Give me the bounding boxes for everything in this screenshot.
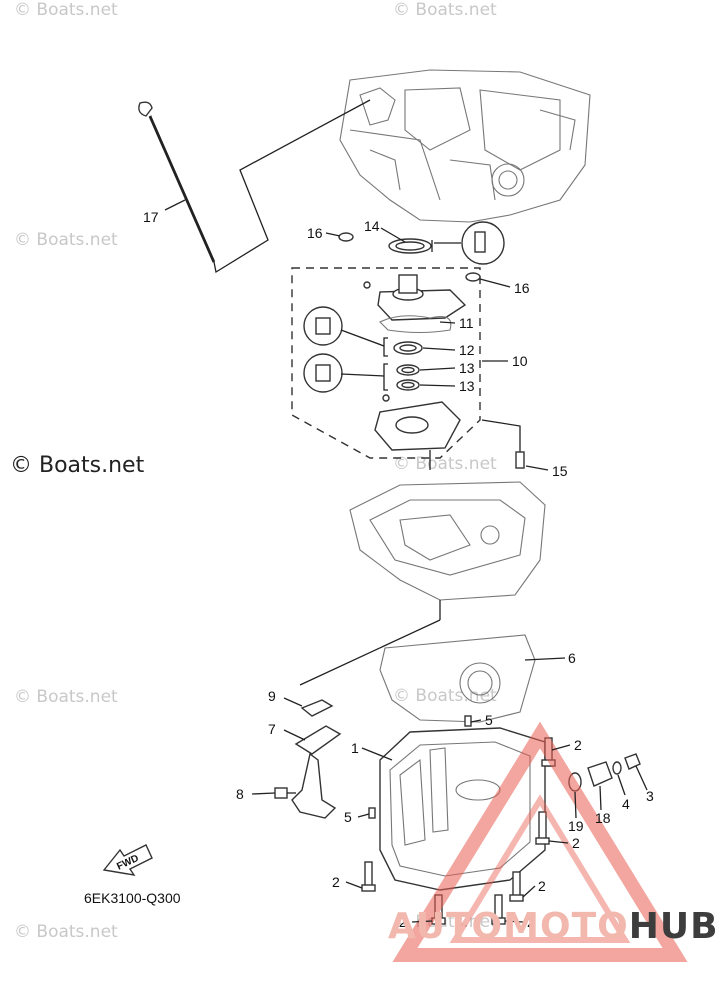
callout-13: 13 [459, 378, 475, 394]
callout-numbers: 17 16 14 16 11 12 13 13 10 15 6 9 5 7 2 … [143, 209, 654, 930]
engine-block-illustration [339, 69, 591, 223]
o-ring-16-left [338, 232, 354, 242]
upper-housing [363, 274, 467, 334]
gasket-6 [379, 634, 566, 723]
lower-housing [374, 394, 461, 470]
watermark: © Boats.net [14, 922, 118, 942]
watermark: © Boats.net [14, 0, 118, 20]
callout-14: 14 [364, 218, 380, 234]
callout-18: 18 [595, 810, 611, 826]
watermark: © Boats.net [14, 230, 118, 250]
callout-2: 2 [574, 737, 582, 753]
logo-triangle-inner [449, 794, 631, 943]
leader-lines [164, 199, 648, 923]
callout-3: 3 [646, 788, 654, 804]
callout-8: 8 [236, 786, 244, 802]
logo-part2: HUB [628, 906, 715, 947]
exhaust-guide [349, 481, 546, 620]
callout-2: 2 [399, 914, 407, 930]
bolt-8 [274, 787, 296, 799]
callout-12: 12 [459, 342, 475, 358]
callout-11: 11 [459, 315, 474, 331]
callout-16: 16 [514, 280, 530, 296]
callout-9: 9 [268, 688, 276, 704]
callout-6: 6 [568, 650, 576, 666]
callout-16: 16 [307, 225, 323, 241]
dowel-5-lower [368, 807, 376, 819]
fwd-arrow-icon: FWD [102, 844, 153, 876]
callout-19: 19 [568, 818, 584, 834]
callout-2: 2 [538, 878, 546, 894]
callout-15: 15 [552, 463, 568, 479]
callout-17: 17 [143, 209, 159, 225]
callout-2: 2 [572, 835, 580, 851]
callout-5: 5 [485, 712, 493, 728]
logo-triangle [392, 721, 688, 962]
callout-5: 5 [344, 809, 352, 825]
watermark: © Boats.net [393, 0, 497, 20]
diagram-code: 6EK3100-Q300 [84, 890, 181, 906]
bolt-15 [481, 419, 525, 469]
callout-4: 4 [622, 796, 630, 812]
dowel-5-upper [464, 715, 472, 727]
oil-seals-12-13 [303, 306, 423, 393]
watermark: © Boats.net [14, 687, 118, 707]
logo-part1: AUTOMOTO [388, 906, 629, 947]
callout-10: 10 [512, 353, 528, 369]
gasket-9 [300, 699, 334, 717]
drain-parts-3-4-18-19 [568, 753, 641, 792]
callout-2: 2 [527, 914, 535, 930]
oil-seal-14 [388, 221, 505, 265]
assembly-group-outline [291, 267, 481, 459]
automotohub-logo: AUTOMOTOHUB [388, 906, 715, 947]
callout-13: 13 [459, 360, 475, 376]
watermark: © Boats.net [393, 454, 497, 474]
oil-strainer-7 [291, 725, 342, 819]
callout-2: 2 [332, 874, 340, 890]
callout-1: 1 [351, 740, 359, 756]
watermark-main: © Boats.net [10, 453, 145, 478]
oil-pan-1 [379, 727, 546, 891]
dipstick-17 [138, 99, 371, 274]
callout-7: 7 [268, 721, 276, 737]
o-ring-16-right [465, 272, 481, 282]
